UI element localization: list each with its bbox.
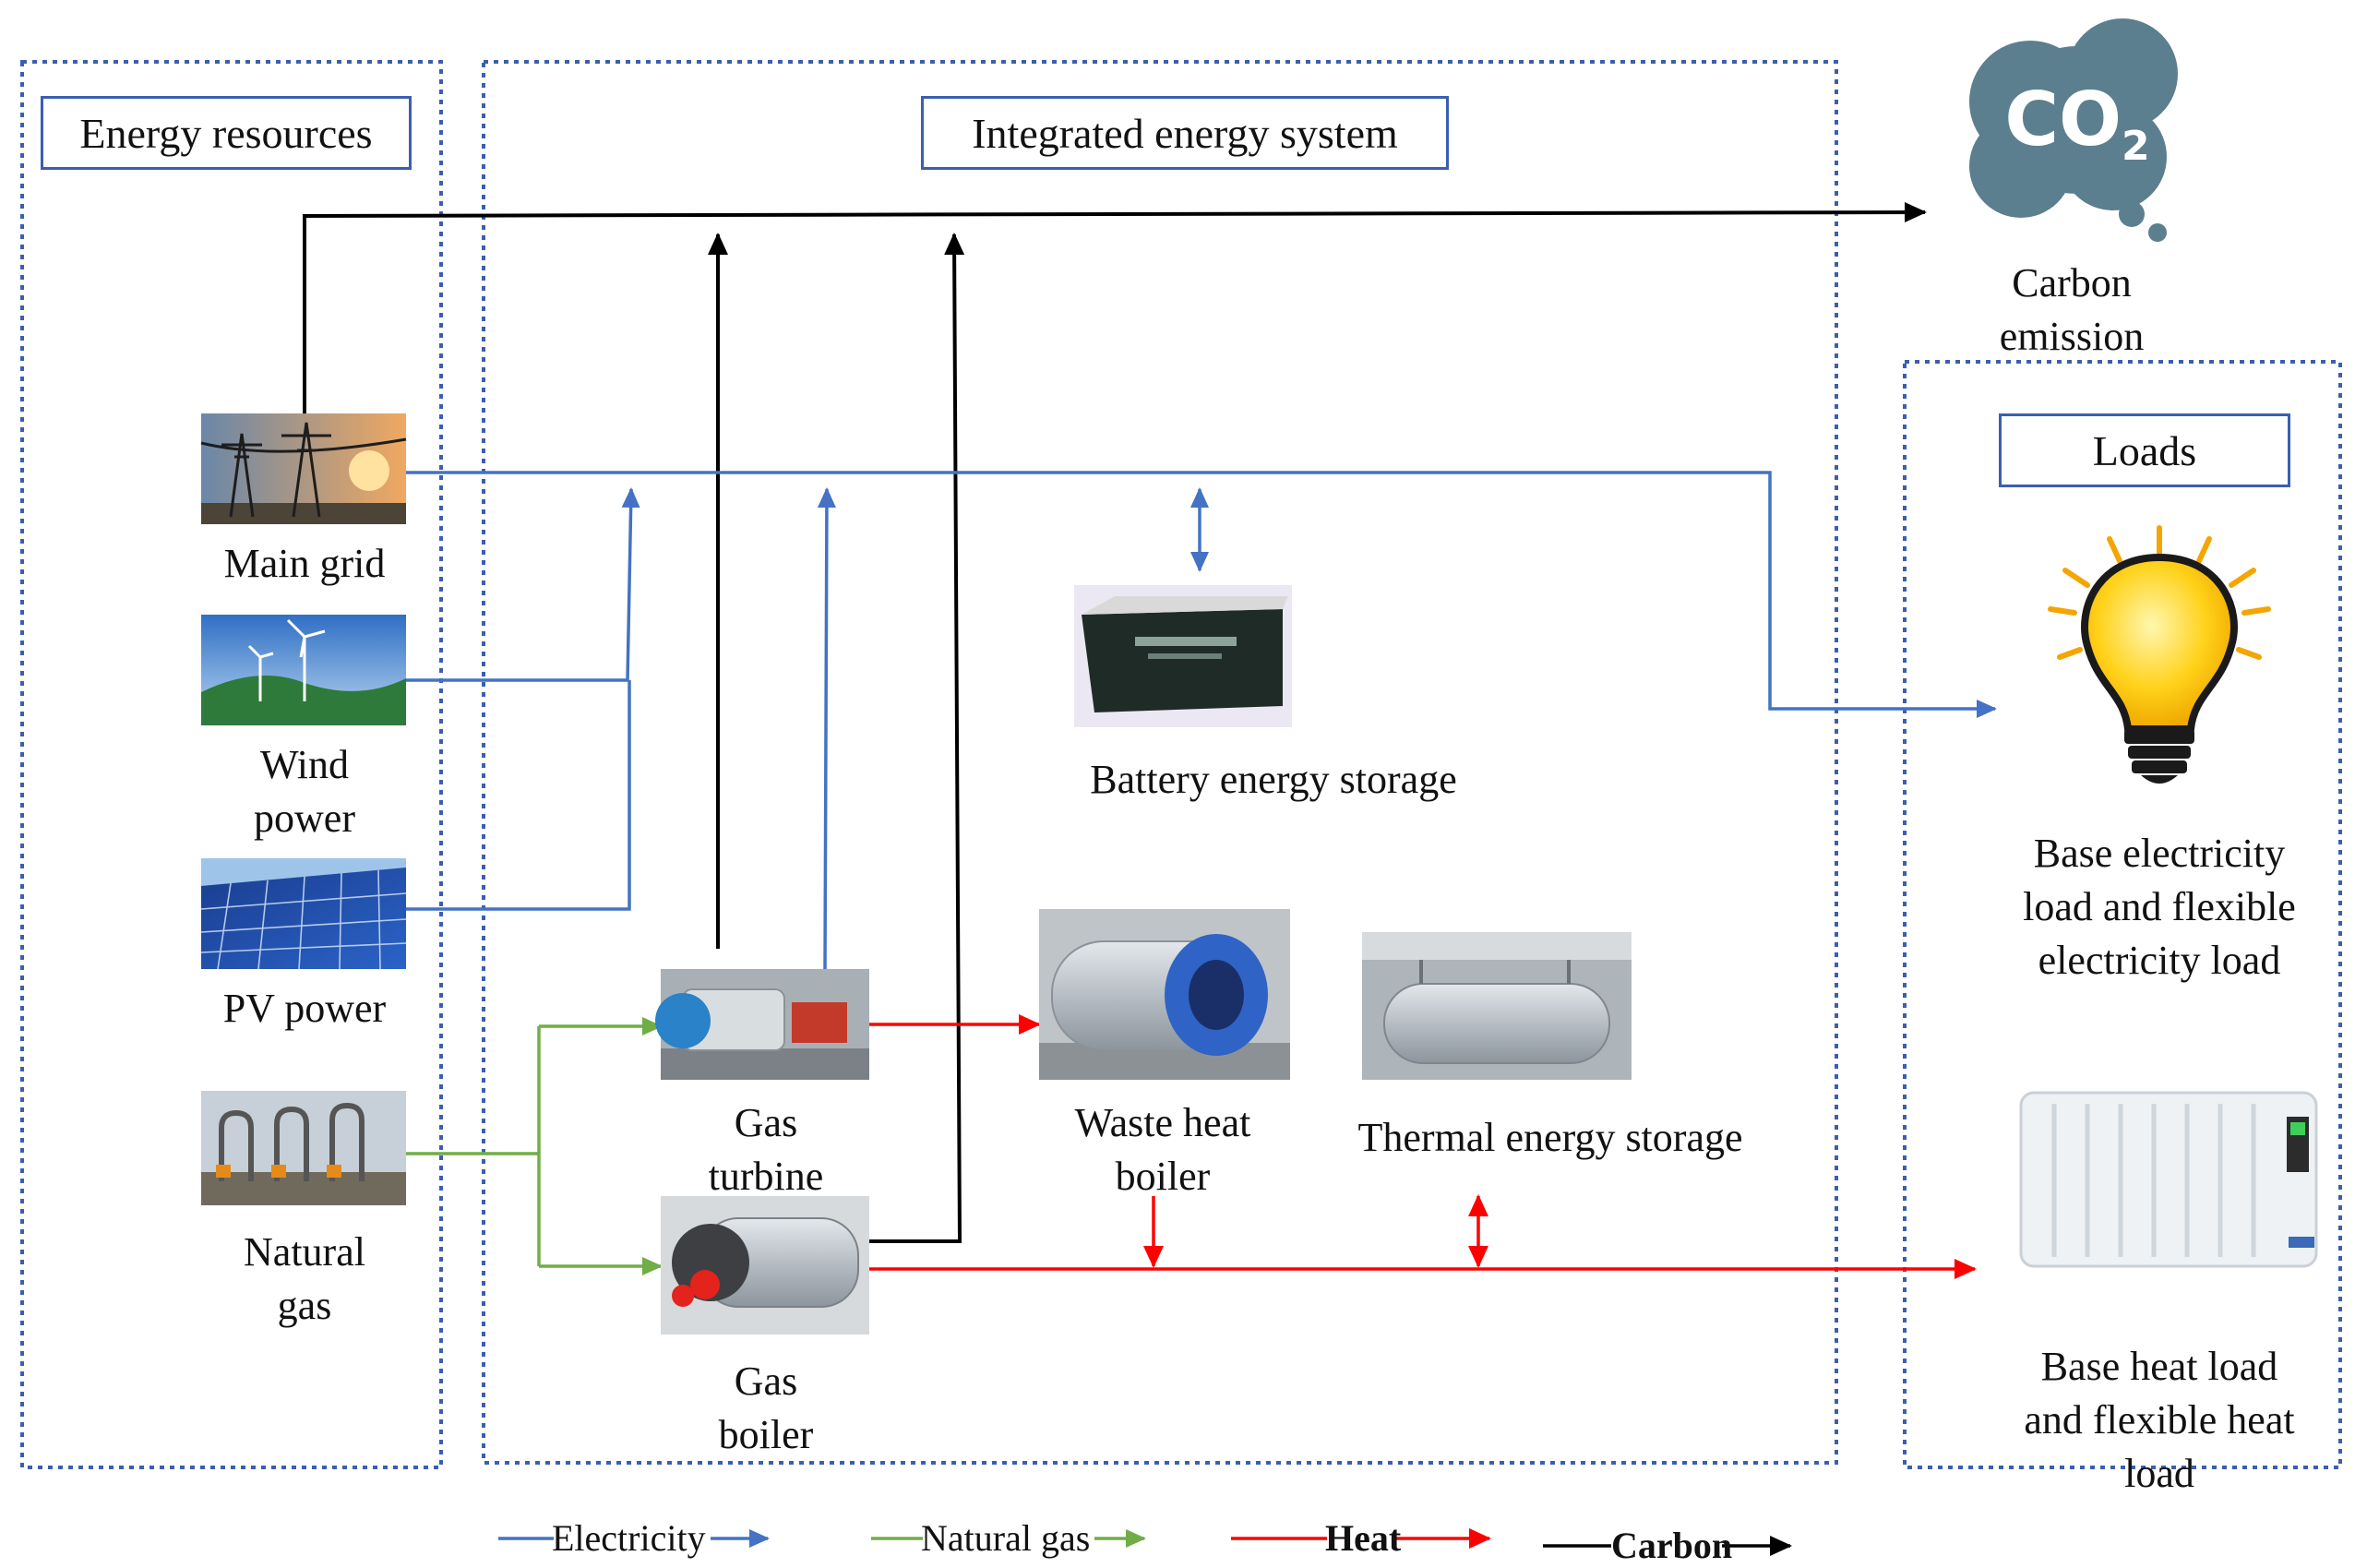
carbon-main-line (303, 202, 1927, 413)
waste-heat-boiler-image (1039, 909, 1290, 1080)
whb-label-line1: Waste heat (1074, 1100, 1251, 1145)
wind-label-line1: Wind (260, 742, 349, 787)
legend-carbon-label: Carbon (1611, 1525, 1733, 1566)
gas-label-line1: Natural (244, 1229, 365, 1275)
energy-resources-frame (20, 60, 443, 1469)
legend-heat-label: Heat (1325, 1517, 1402, 1559)
main-grid-label: Main grid (223, 541, 386, 586)
elec-gas-turbine-line (817, 487, 836, 970)
electricity-flow-lines (397, 471, 1997, 970)
gas-label-line2: gas (277, 1283, 332, 1328)
gas-boiler-label: Gas boiler (646, 1355, 886, 1462)
loads-title: Loads (1999, 413, 2290, 487)
gas-flow-lines (406, 1017, 663, 1275)
elec-load-line3: electricity load (2038, 938, 2281, 983)
gas-boiler-label-line1: Gas (734, 1359, 798, 1404)
thermal-storage-label: Thermal energy storage (1357, 1115, 1743, 1160)
heat-load-line2: and flexible heat (2024, 1397, 2295, 1442)
legend-lines (498, 1528, 1792, 1556)
heat-load-line1: Base heat load (2040, 1344, 2278, 1389)
wind-power-label: Wind power (175, 738, 434, 845)
co2-subscript: 2 (2122, 123, 2150, 170)
gas-turbine-label-line2: turbine (708, 1154, 824, 1199)
electricity-load-label: Base electricity load and flexible elect… (1947, 827, 2355, 987)
natural-gas-image (201, 1091, 406, 1205)
natural-gas-label: Natural gas (175, 1226, 434, 1333)
elec-load-line1: Base electricity (2033, 831, 2286, 876)
radiator-icon (2019, 1091, 2318, 1268)
heat-load-line3: load (2124, 1451, 2194, 1496)
battery-image (1074, 585, 1292, 727)
wind-power-image (201, 615, 406, 725)
elec-pv-line (406, 680, 631, 911)
carbon-flow-lines (303, 202, 1927, 1243)
integrated-system-title: Integrated energy system (921, 96, 1449, 170)
heat-flow-lines (869, 1014, 1977, 1279)
elec-load-line2: load and flexible (2023, 884, 2296, 929)
waste-heat-boiler-label: Waste heat boiler (1024, 1096, 1301, 1203)
gas-turbine-label: Gas turbine (646, 1096, 886, 1203)
wind-label-line2: power (254, 796, 355, 841)
legend-electricity-label: Electricity (552, 1517, 706, 1559)
gas-turbine-image (655, 969, 869, 1080)
energy-resources-title: Energy resources (41, 96, 412, 170)
co2-cloud-icon (1969, 18, 2178, 242)
pv-power-label: PV power (222, 986, 387, 1031)
gas-boiler-label-line2: boiler (718, 1412, 814, 1457)
thermal-storage-image (1362, 932, 1632, 1080)
main-grid-image (200, 413, 407, 524)
co2-text: CO2 (1999, 79, 2156, 187)
carbon-gas-boiler-line (869, 233, 965, 1243)
light-bulb-icon (2048, 525, 2271, 784)
loads-frame (1903, 360, 2342, 1469)
elec-wind-line (406, 487, 640, 682)
pv-power-image (200, 858, 407, 970)
heat-load-label: Base heat load and flexible heat load (1947, 1340, 2355, 1501)
integrated-system-frame (482, 60, 1838, 1465)
carbon-label-line2: emission (1999, 314, 2145, 359)
gas-boiler-image (661, 1196, 869, 1335)
whb-label-line2: boiler (1115, 1154, 1211, 1199)
legend-natural-gas-label: Natural gas (921, 1517, 1091, 1559)
carbon-emission-label: Carbon emission (1956, 257, 2187, 364)
carbon-label-line1: Carbon (2012, 260, 2132, 305)
gas-turbine-label-line1: Gas (734, 1100, 798, 1145)
co2-label: CO (2004, 77, 2122, 162)
elec-main-bus (397, 471, 1997, 718)
battery-label: Battery energy storage (1090, 757, 1457, 802)
